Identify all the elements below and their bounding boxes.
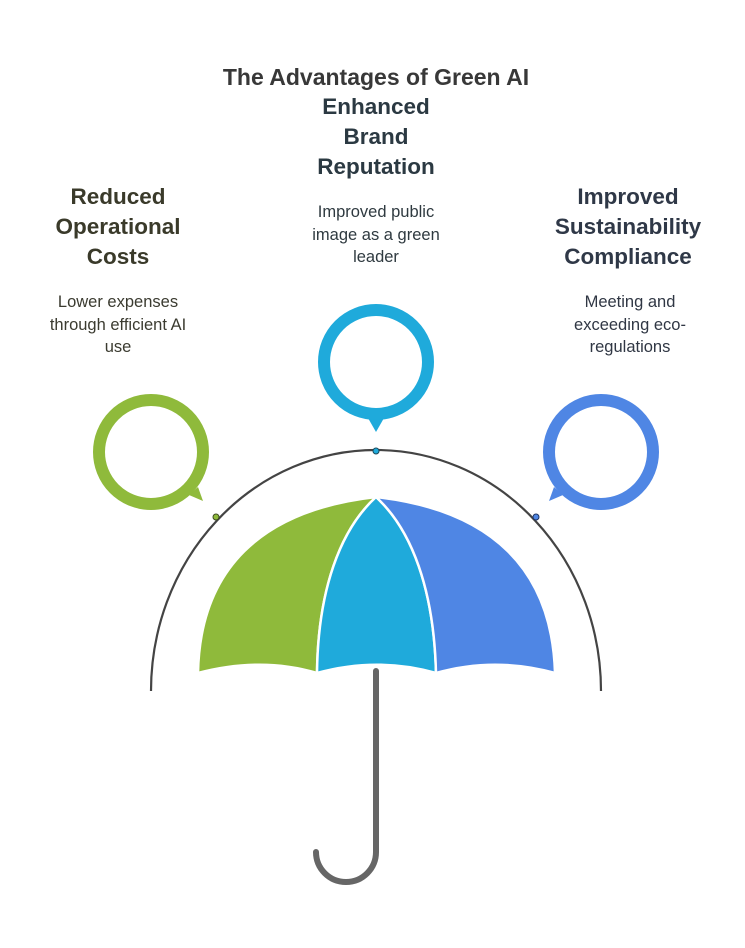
umbrella-handle (313, 668, 379, 885)
pin-marker-green (93, 394, 209, 510)
description-line: use (104, 338, 132, 356)
connector-dot-center (372, 447, 380, 455)
connector-dot-right (532, 513, 540, 521)
heading-line: Brand (343, 124, 409, 149)
description-line: image as a green (312, 225, 440, 244)
heading-line: Operational (55, 214, 181, 239)
description-line: Meeting and (584, 293, 676, 311)
heading-line: Reduced (70, 184, 166, 209)
item-heading-sustainability-compliance: Improved Sustainability Compliance (536, 182, 720, 272)
pin-marker-cyan (318, 304, 434, 432)
item-description-operational-costs: Lower expenses through efficient AI use (28, 291, 208, 359)
pin-marker-blue (543, 394, 659, 510)
canopy-panel-blue (372, 495, 557, 675)
heading-line: Reputation (317, 154, 435, 179)
description-line: Improved public (317, 203, 435, 221)
heading-line: Sustainability (554, 214, 702, 239)
diagram-title: The Advantages of Green AI (222, 64, 530, 90)
item-description-brand-reputation: Improved public image as a green leader (266, 201, 486, 269)
heading-line: Compliance (564, 244, 692, 269)
description-line: exceeding eco- (574, 315, 686, 334)
description-line: Lower expenses (57, 293, 179, 311)
item-heading-brand-reputation: Enhanced Brand Reputation (256, 92, 496, 182)
description-line: leader (353, 248, 399, 266)
item-heading-operational-costs: Reduced Operational Costs (28, 182, 208, 272)
description-line: through efficient AI (49, 315, 187, 334)
description-line: regulations (589, 338, 671, 356)
connector-dot-left (212, 513, 220, 521)
item-description-sustainability-compliance: Meeting and exceeding eco- regulations (540, 291, 720, 359)
heading-line: Costs (86, 244, 150, 269)
heading-line: Enhanced (322, 94, 430, 119)
heading-line: Improved (577, 184, 679, 209)
